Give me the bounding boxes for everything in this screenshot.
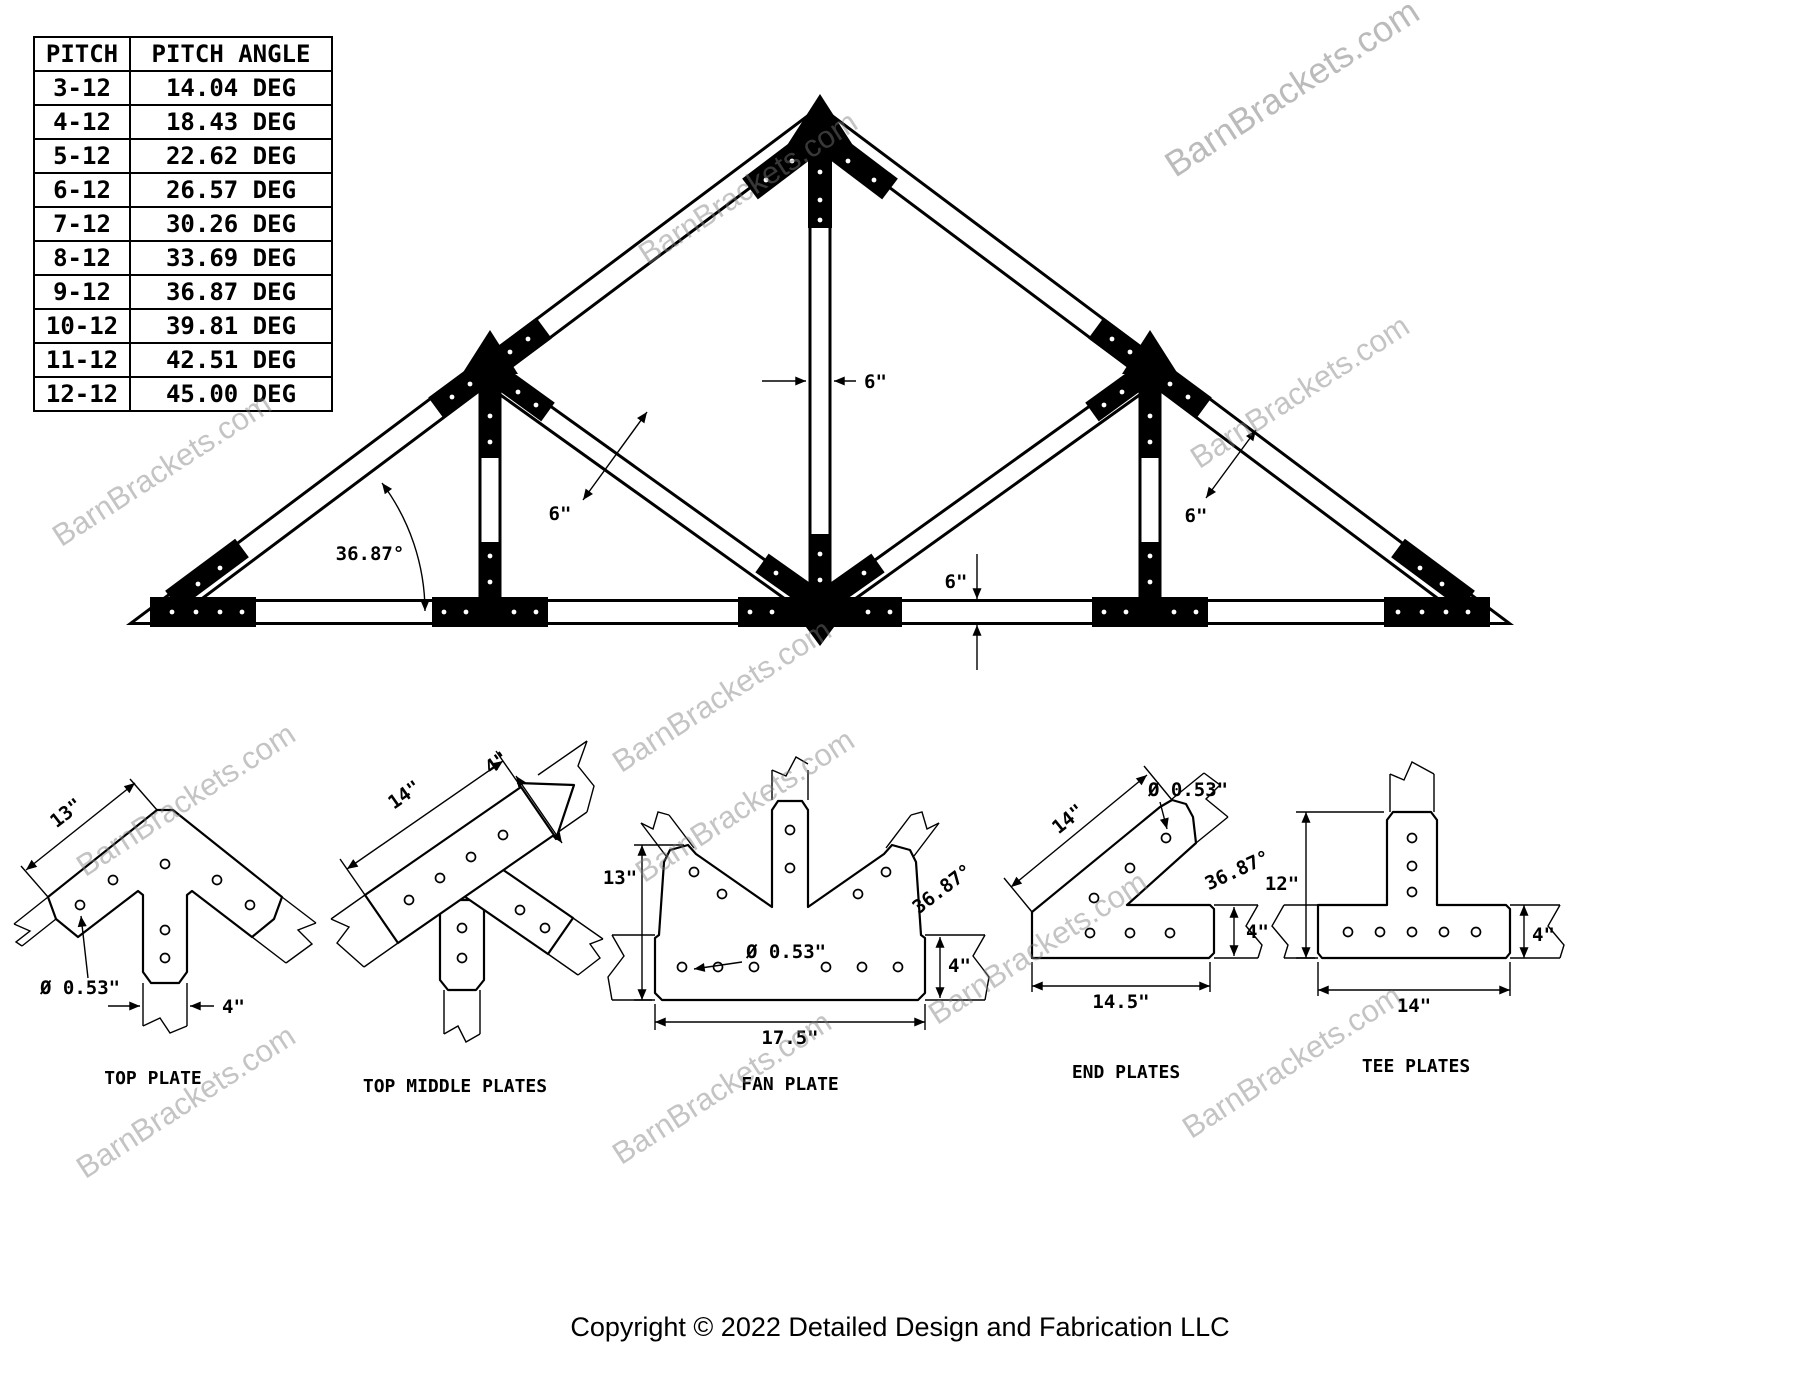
pitch-angle-header: PITCH ANGLE: [129, 36, 333, 72]
member-lines: [1271, 761, 1565, 959]
detail-top-plate: 13" Ø 0.53" 4": [13, 778, 317, 1034]
member-lines: [607, 756, 990, 1001]
left-web-width-label: 6": [549, 503, 572, 525]
top-middle-plate-left: [428, 317, 555, 458]
apex-plate: [742, 94, 898, 228]
angle-label: 36.87°: [1202, 846, 1274, 895]
bolt-holes: [74, 858, 256, 964]
right-web-width-label: 6": [1185, 505, 1208, 527]
pitch-cell: 4-12: [33, 104, 131, 140]
pitch-cell: 3-12: [33, 70, 131, 106]
dimensions: 12" 4" 14": [1265, 811, 1555, 1017]
top-middle-plate-right: [1085, 317, 1212, 458]
pitch-cell: 10-12: [33, 308, 131, 344]
edge-length-label: 14": [1048, 800, 1089, 839]
truss-diagram: 6" 6" 6" 6" 36.87°: [125, 94, 1515, 670]
strip-height-label: 4": [1246, 921, 1269, 943]
caption-top-middle-plates: TOP MIDDLE PLATES: [362, 1076, 548, 1097]
caption-top-plate: TOP PLATE: [104, 1068, 202, 1089]
end-plate-left: [150, 538, 256, 627]
angle-cell: 33.69 DEG: [129, 240, 333, 276]
hole-diameter-label: Ø 0.53": [1147, 779, 1228, 801]
caption-fan-plate: FAN PLATE: [741, 1074, 839, 1095]
base-height-label: 4": [948, 955, 971, 977]
detail-top-middle-plates: 14" 4": [330, 740, 604, 1043]
bolt-dots: [1101, 553, 1199, 615]
angle-cell: 45.00 DEG: [129, 376, 333, 412]
angle-cell: 22.62 DEG: [129, 138, 333, 174]
detail-tee-plates: 12" 4" 14": [1265, 761, 1565, 1017]
bolt-dots: [1395, 565, 1471, 615]
bolt-dots: [449, 336, 539, 445]
bolt-dots: [441, 553, 539, 615]
base-width-label: 17.5": [761, 1027, 818, 1049]
pitch-cell: 9-12: [33, 274, 131, 310]
fan-plate: [738, 534, 902, 646]
member-lines: [1171, 772, 1263, 959]
pitch-cell: 5-12: [33, 138, 131, 174]
hole-diameter-label: Ø 0.53": [745, 941, 826, 963]
plate-stem: [438, 898, 486, 992]
plate-outline: [653, 799, 927, 1002]
angle-cell: 14.04 DEG: [129, 70, 333, 106]
pitch-cell: 6-12: [33, 172, 131, 208]
pitch-cell: 7-12: [33, 206, 131, 242]
table-header-row: PITCH PITCH ANGLE: [33, 36, 333, 72]
member-lines: [13, 896, 317, 1034]
height-label: 13": [603, 867, 637, 889]
plate-outline: [1316, 810, 1512, 960]
hole-diameter-label: Ø 0.53": [39, 977, 120, 999]
caption-tee-plates: TEE PLATES: [1361, 1056, 1471, 1077]
detail-end-plates: 14" Ø 0.53" 36.87° 4" 14.5": [1003, 765, 1274, 1013]
pitch-cell: 11-12: [33, 342, 131, 378]
pitch-cell: 12-12: [33, 376, 131, 412]
tee-plate-left: [432, 542, 548, 627]
base-width-label: 14.5": [1092, 991, 1149, 1013]
truss-dimensions: 6" 6" 6" 6" 36.87°: [336, 371, 1257, 670]
copyright-text: Copyright © 2022 Detailed Design and Fab…: [570, 1312, 1230, 1342]
bolt-holes: [676, 824, 904, 973]
bar-height-label: 4": [1532, 924, 1555, 946]
angle-cell: 39.81 DEG: [129, 308, 333, 344]
pitch-header: PITCH: [33, 36, 131, 72]
angle-cell: 18.43 DEG: [129, 104, 333, 140]
bolt-holes: [1342, 832, 1482, 938]
truss-plates: [150, 94, 1490, 646]
end-plate-right: [1384, 538, 1490, 627]
bolt-dots: [747, 551, 893, 615]
angle-cell: 42.51 DEG: [129, 342, 333, 378]
angle-cell: 30.26 DEG: [129, 206, 333, 242]
bar-width-label: 14": [1397, 995, 1431, 1017]
caption-end-plates: END PLATES: [1071, 1062, 1181, 1083]
edge-length-label: 14": [384, 776, 425, 814]
bottom-chord-depth-label: 6": [945, 571, 968, 593]
bolt-dots: [1101, 336, 1191, 445]
angle-cell: 36.87 DEG: [129, 274, 333, 310]
tee-plate-right: [1092, 542, 1208, 627]
detail-fan-plate: 13" Ø 0.53" 36.87° 4" 17.5": [603, 756, 990, 1049]
arm-width-label: 4": [481, 748, 512, 779]
bolt-dots: [763, 158, 877, 223]
king-post-width-label: 6": [864, 371, 887, 393]
bolt-dots: [169, 565, 245, 615]
pitch-angle-label: 36.87°: [336, 543, 405, 565]
stem-width-label: 4": [222, 996, 245, 1018]
height-label: 12": [1265, 873, 1299, 895]
pitch-cell: 8-12: [33, 240, 131, 276]
angle-cell: 26.57 DEG: [129, 172, 333, 208]
